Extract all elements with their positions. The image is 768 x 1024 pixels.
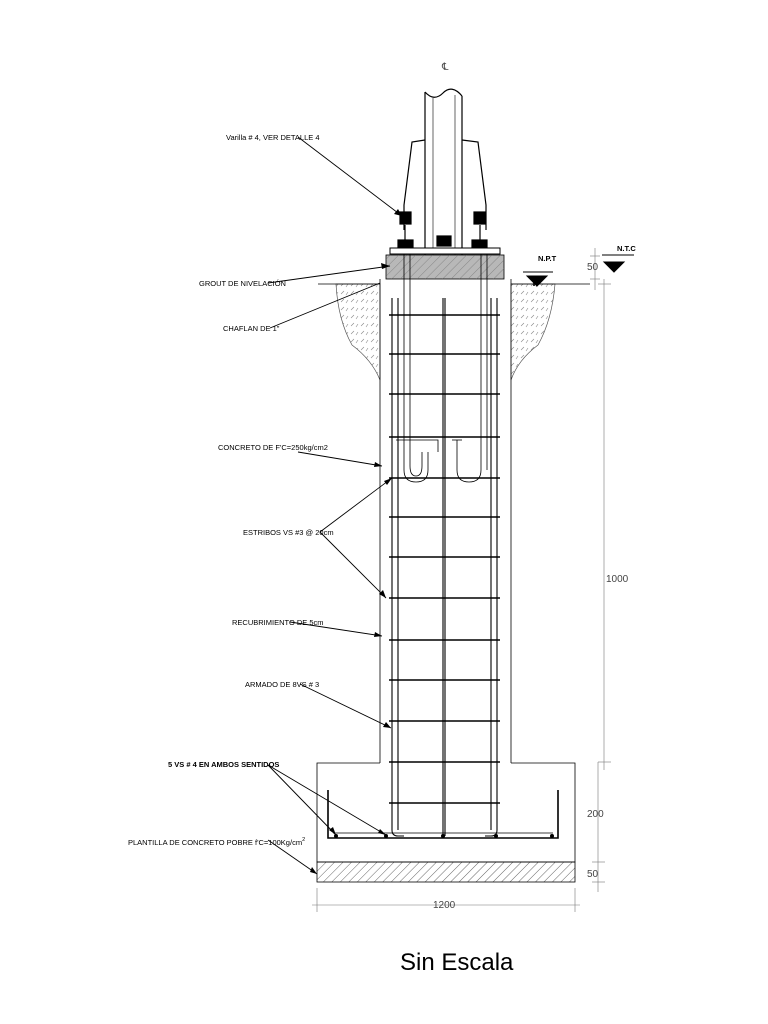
stirrups [389,314,500,804]
label-vs4: 5 VS # 4 EN AMBOS SENTIDOS [168,760,279,769]
centerline-icon: ℄ [441,62,449,73]
label-concreto: CONCRETO DE F'C=250kg/cm2 [218,443,328,452]
soil [335,283,556,381]
label-plantilla: PLANTILLA DE CONCRETO POBRE f'C=100Kg/cm… [128,837,305,847]
dimension-lines [312,248,611,912]
longitudinal-rebars [391,298,498,837]
dim-200: 200 [587,809,604,820]
dim-50-bottom: 50 [587,869,599,880]
dim-1000: 1000 [606,574,629,585]
dim-50-top: 50 [587,262,599,273]
dim-1200: 1200 [433,900,456,911]
pedestal [379,279,512,763]
footing [316,762,576,863]
label-varilla: Varilla # 4, VER DETALLE 4 [226,133,320,142]
level-marker-icon [523,254,634,287]
drawing-title: Sin Escala [400,949,514,976]
label-armado: ARMADO DE 8VS # 3 [245,680,319,689]
steel-column [389,88,501,255]
lean-concrete [316,861,576,883]
ntc-label: N.T.C [617,244,636,253]
arrow-icon [310,209,402,874]
label-estribos: ESTRIBOS VS #3 @ 20cm [243,528,334,537]
npt-label: N.P.T [538,254,557,263]
footing-rebar-dots [334,834,554,838]
label-grout: GROUT DE NIVELACIÓN [199,279,286,288]
label-chaflan: CHAFLAN DE 1" [223,324,280,333]
label-recubrimiento: RECUBRIMIENTO DE 5cm [232,618,324,627]
leader-lines [267,136,403,875]
anchor-bolts [396,254,488,483]
